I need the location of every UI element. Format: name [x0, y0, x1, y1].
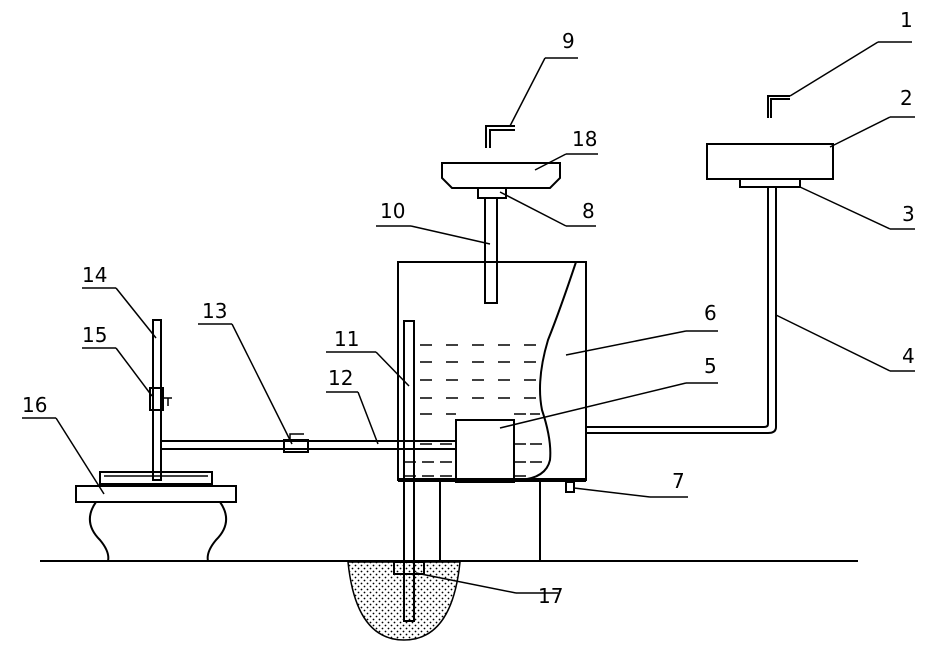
float-box-5 [455, 419, 515, 483]
valve-7 [565, 481, 575, 493]
pole-14 [152, 319, 162, 481]
rod-10 [484, 197, 498, 304]
label-6: 6 [704, 301, 717, 325]
base-body-16 [89, 501, 227, 562]
label-7: 7 [672, 469, 685, 493]
platform-2 [706, 143, 834, 180]
label-9: 9 [562, 29, 575, 53]
label-10: 10 [380, 199, 405, 223]
label-4: 4 [902, 344, 915, 368]
fitting-9 [485, 125, 515, 148]
label-2: 2 [900, 86, 913, 110]
rod-11 [403, 320, 415, 622]
fitting-1 [767, 95, 790, 118]
base-top-16 [99, 471, 213, 485]
label-3: 3 [902, 202, 915, 226]
label-16: 16 [22, 393, 47, 417]
water-fill [404, 344, 542, 477]
base-plate-16 [75, 485, 237, 503]
rod-17-sleeve [393, 561, 425, 575]
label-13: 13 [202, 299, 227, 323]
label-8: 8 [582, 199, 595, 223]
label-11: 11 [334, 327, 359, 351]
connector-13-clip [289, 433, 304, 440]
platform-18 [441, 162, 561, 189]
tank-6 [397, 261, 587, 481]
base-plate-3 [739, 178, 801, 188]
connector-13 [283, 439, 309, 453]
clamp-15-screw [163, 397, 172, 406]
label-14: 14 [82, 263, 107, 287]
label-1: 1 [900, 8, 913, 32]
label-5: 5 [704, 354, 717, 378]
leader-lines [22, 41, 915, 594]
clamp-15 [149, 387, 164, 411]
pipe-4 [586, 187, 769, 428]
label-17: 17 [538, 584, 563, 608]
label-12: 12 [328, 366, 353, 390]
label-15: 15 [82, 323, 107, 347]
label-18: 18 [572, 127, 597, 151]
tank-cutaway [519, 261, 577, 481]
pipe-4-inner [586, 187, 777, 434]
